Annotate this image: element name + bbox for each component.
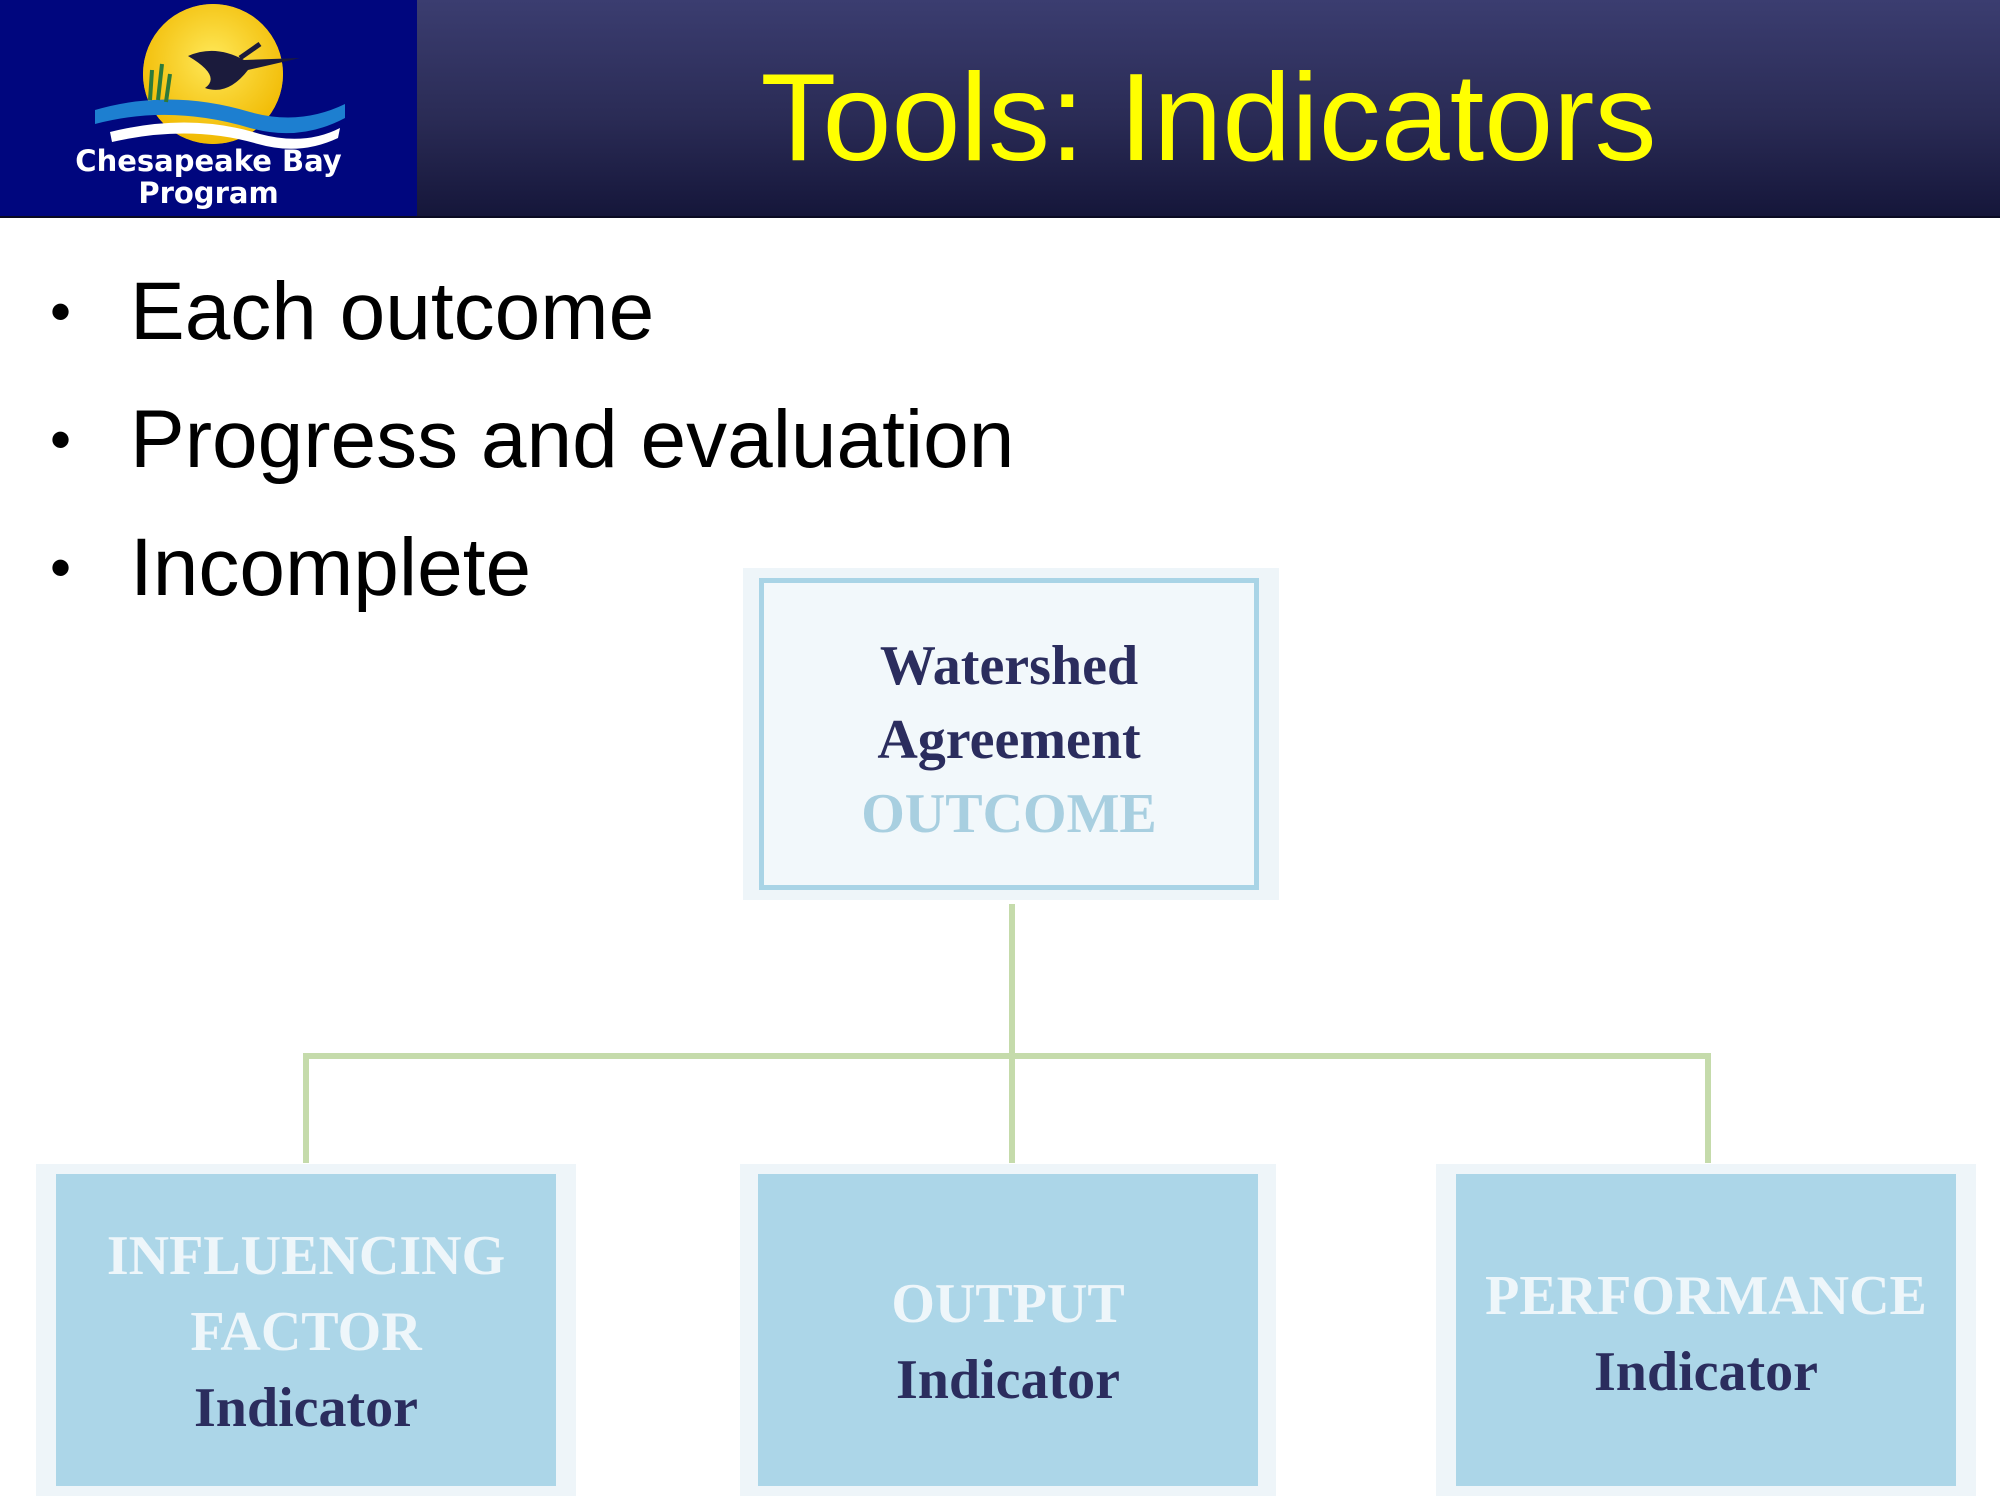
bullet-dot-icon: •	[50, 406, 72, 473]
influencing-line2: FACTOR	[190, 1301, 422, 1363]
performance-line1: PERFORMANCE	[1485, 1265, 1927, 1327]
bullet-text: Each outcome	[130, 266, 655, 357]
influencing-line1: INFLUENCING	[106, 1225, 506, 1287]
influencing-factor-box: INFLUENCING FACTOR Indicator	[56, 1174, 556, 1486]
bullet-text: Incomplete	[130, 522, 532, 613]
connector-horizontal-bar	[303, 1053, 1711, 1059]
outcome-box: Watershed Agreement OUTCOME	[759, 578, 1259, 890]
output-indicator-box: OUTPUT Indicator	[758, 1174, 1258, 1486]
sun-heron-logo-icon	[95, 4, 345, 149]
connector-left-drop	[303, 1053, 309, 1163]
outcome-line3: OUTCOME	[861, 783, 1157, 845]
logo-text-line2: Program	[138, 176, 279, 210]
outcome-line1: Watershed	[879, 635, 1139, 697]
outcome-line2: Agreement	[877, 709, 1141, 771]
output-line1: OUTPUT	[891, 1273, 1125, 1335]
chesapeake-bay-program-logo: Chesapeake Bay Program	[0, 0, 417, 216]
bullet-dot-icon: •	[50, 278, 72, 345]
bullet-dot-icon: •	[50, 534, 72, 601]
performance-line2: Indicator	[1594, 1341, 1818, 1403]
logo-text-line1: Chesapeake Bay	[75, 144, 342, 178]
connector-root-stem	[1009, 904, 1015, 1056]
connector-right-drop	[1705, 1053, 1711, 1163]
performance-indicator-box: PERFORMANCE Indicator	[1456, 1174, 1956, 1486]
influencing-line3: Indicator	[194, 1377, 418, 1439]
connector-middle-drop	[1009, 1053, 1015, 1163]
output-line2: Indicator	[896, 1349, 1120, 1411]
bullet-text: Progress and evaluation	[130, 394, 1015, 485]
slide-title: Tools: Indicators	[760, 49, 1657, 187]
slide-header: Chesapeake Bay Program Tools: Indicators	[0, 0, 2000, 218]
